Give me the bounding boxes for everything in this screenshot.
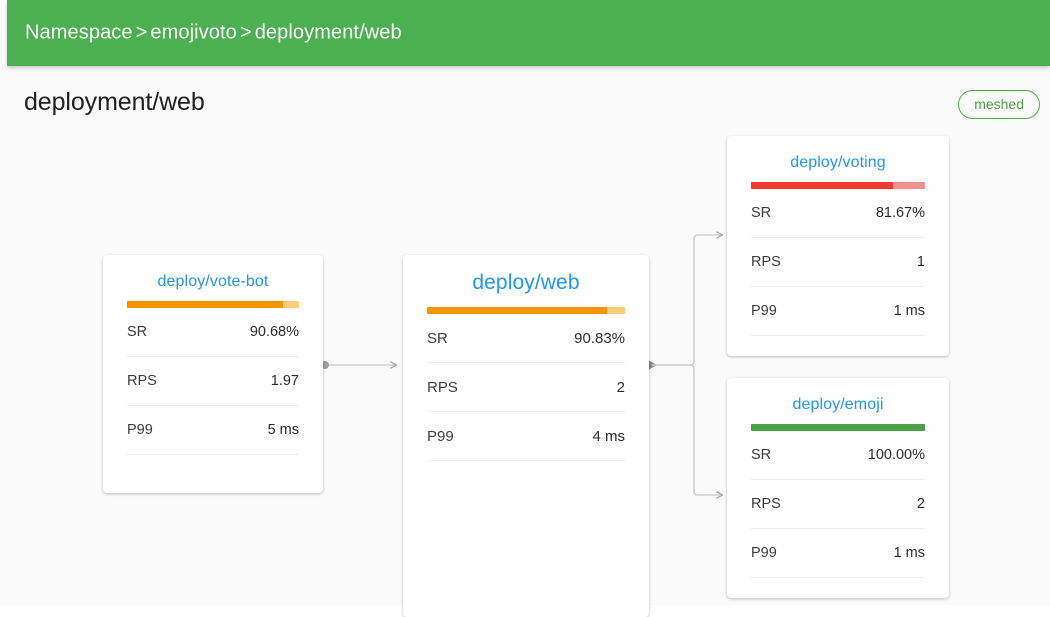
topology-graph-canvas: deploy/vote-bot SR 90.68% RPS 1.97 P99 5… xyxy=(0,136,1050,617)
graph-node-vote-bot[interactable]: deploy/vote-bot SR 90.68% RPS 1.97 P99 5… xyxy=(103,255,323,493)
status-badge-meshed: meshed xyxy=(958,90,1040,119)
metric-row-sr: SR 90.68% xyxy=(127,308,299,357)
app-bar: Namespace>emojivoto>deployment/web xyxy=(7,0,1050,66)
metrics-list-web: SR 90.83% RPS 2 P99 4 ms xyxy=(403,314,649,461)
metric-row-sr: SR 100.00% xyxy=(751,431,925,480)
metric-label: SR xyxy=(127,324,148,340)
breadcrumb-separator-1: > xyxy=(135,21,148,44)
metric-value: 81.67% xyxy=(875,205,925,221)
graph-edges xyxy=(321,138,1050,605)
metric-value: 1 ms xyxy=(893,545,925,561)
metric-value: 1.97 xyxy=(270,373,299,389)
breadcrumb-separator-2: > xyxy=(239,21,252,44)
metric-row-sr: SR 81.67% xyxy=(751,189,925,238)
metric-value: 2 xyxy=(616,378,625,396)
metric-value: 90.83% xyxy=(574,329,625,347)
metric-row-rps: RPS 2 xyxy=(751,480,925,529)
graph-node-voting[interactable]: deploy/voting SR 81.67% RPS 1 P99 1 ms xyxy=(727,136,949,356)
graph-node-web[interactable]: deploy/web SR 90.83% RPS 2 P99 4 ms xyxy=(403,255,649,617)
health-bar-fill xyxy=(751,424,925,431)
metric-row-p99: P99 1 ms xyxy=(751,287,925,336)
edge-web-to-emoji xyxy=(652,364,722,495)
metric-label: RPS xyxy=(127,373,157,389)
metric-row-rps: RPS 1 xyxy=(751,238,925,287)
node-title-emoji[interactable]: deploy/emoji xyxy=(792,396,884,413)
metric-value: 5 ms xyxy=(267,422,299,438)
metric-value: 1 ms xyxy=(893,303,925,319)
metric-value: 2 xyxy=(916,496,925,512)
health-bar-voting xyxy=(751,182,925,189)
metric-value: 4 ms xyxy=(592,427,625,445)
metrics-list-vote-bot: SR 90.68% RPS 1.97 P99 5 ms xyxy=(103,308,323,455)
node-title-web[interactable]: deploy/web xyxy=(472,271,580,294)
breadcrumb-item-deployment-web[interactable]: deployment/web xyxy=(254,21,402,44)
metric-label: P99 xyxy=(751,545,777,561)
health-bar-fill xyxy=(751,182,894,189)
metric-row-p99: P99 4 ms xyxy=(427,412,625,461)
metric-row-p99: P99 5 ms xyxy=(127,406,299,455)
metric-label: SR xyxy=(751,447,772,463)
health-bar-fill xyxy=(427,307,607,314)
health-bar-web xyxy=(427,307,625,314)
edge-vote-bot-to-web xyxy=(321,361,396,369)
metric-row-rps: RPS 2 xyxy=(427,363,625,412)
health-bar-fill xyxy=(127,301,283,308)
page-title: deployment/web xyxy=(24,88,205,116)
metric-label: SR xyxy=(427,329,448,347)
metric-row-p99: P99 1 ms xyxy=(751,529,925,578)
node-title-vote-bot[interactable]: deploy/vote-bot xyxy=(157,273,269,290)
health-bar-emoji xyxy=(751,424,925,431)
metric-label: SR xyxy=(751,205,772,221)
metric-label: P99 xyxy=(427,427,454,445)
metric-label: P99 xyxy=(751,303,777,319)
breadcrumb-item-namespace[interactable]: Namespace xyxy=(25,21,133,44)
metric-row-sr: SR 90.83% xyxy=(427,314,625,363)
metric-value: 1 xyxy=(916,254,925,270)
health-bar-vote-bot xyxy=(127,301,299,308)
metric-value: 90.68% xyxy=(249,324,299,340)
metric-label: RPS xyxy=(427,378,458,396)
edge-web-to-voting xyxy=(648,235,722,370)
breadcrumb-item-emojivoto[interactable]: emojivoto xyxy=(150,21,237,44)
metric-label: RPS xyxy=(751,496,781,512)
metric-label: P99 xyxy=(127,422,153,438)
metrics-list-voting: SR 81.67% RPS 1 P99 1 ms xyxy=(727,189,949,336)
graph-node-emoji[interactable]: deploy/emoji SR 100.00% RPS 2 P99 1 ms xyxy=(727,378,949,598)
metric-row-rps: RPS 1.97 xyxy=(127,357,299,406)
node-title-voting[interactable]: deploy/voting xyxy=(790,154,886,171)
metric-label: RPS xyxy=(751,254,781,270)
page-header: deployment/web meshed xyxy=(0,66,1050,138)
metrics-list-emoji: SR 100.00% RPS 2 P99 1 ms xyxy=(727,431,949,578)
breadcrumb: Namespace>emojivoto>deployment/web xyxy=(25,22,402,45)
metric-value: 100.00% xyxy=(867,447,925,463)
